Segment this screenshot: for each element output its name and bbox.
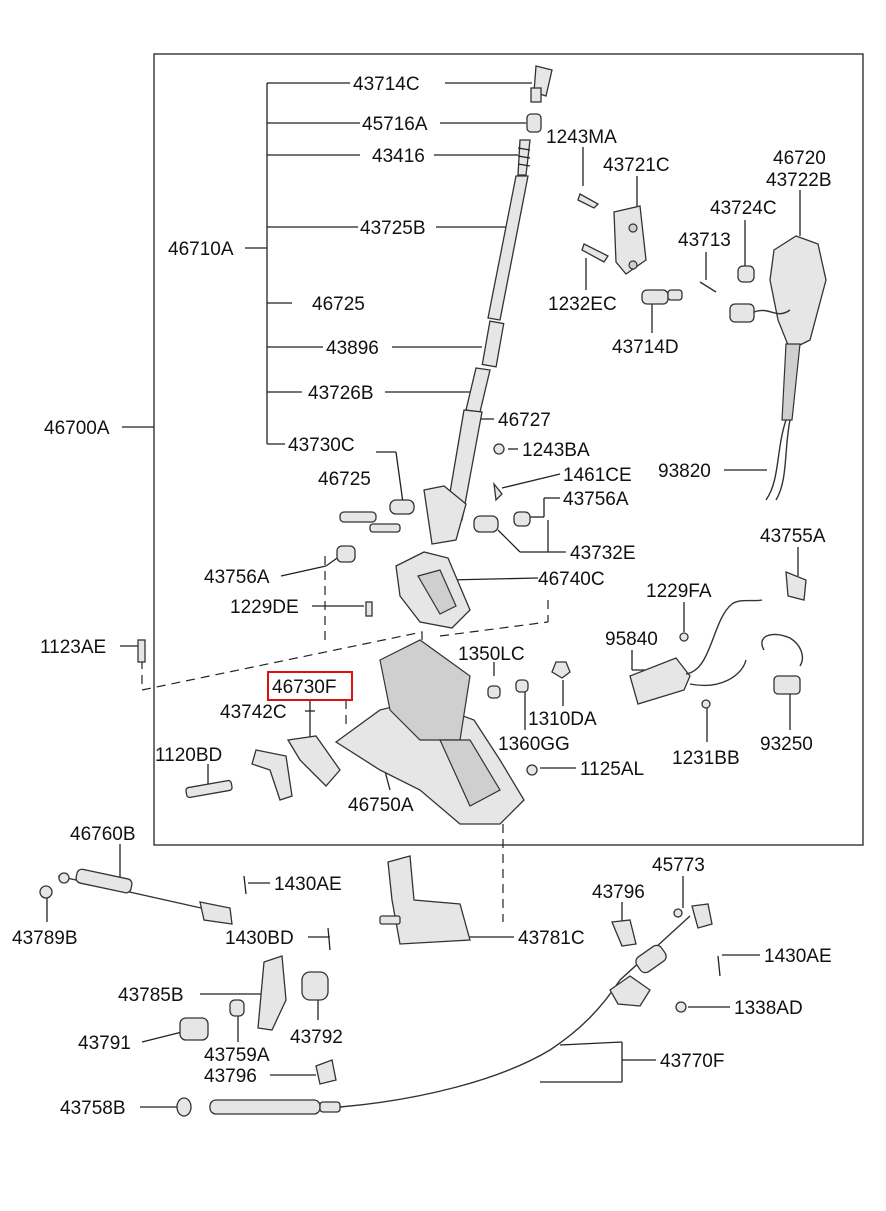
- callout-1243MA[interactable]: 1243MA: [546, 127, 617, 148]
- callout-1430BD[interactable]: 1430BD: [225, 928, 294, 949]
- callout-43714C[interactable]: 43714C: [353, 74, 420, 95]
- callout-1310DA[interactable]: 1310DA: [528, 709, 597, 730]
- detent-plate-43742C: [185, 735, 341, 801]
- button-parts: [577, 193, 683, 305]
- callout-1430AE-left[interactable]: 1430AE: [274, 874, 342, 895]
- callout-46710A[interactable]: 46710A: [168, 239, 234, 260]
- callout-46725-a[interactable]: 46725: [312, 294, 365, 315]
- callout-43781C[interactable]: 43781C: [518, 928, 585, 949]
- callout-43726B[interactable]: 43726B: [308, 383, 374, 404]
- callout-1360GG[interactable]: 1360GG: [498, 734, 570, 755]
- callout-1229FA[interactable]: 1229FA: [646, 581, 712, 602]
- assembly-dashed-lines: [141, 556, 549, 922]
- callout-1123AE[interactable]: 1123AE: [40, 637, 106, 658]
- callout-1232EC[interactable]: 1232EC: [548, 294, 617, 315]
- callout-43732E[interactable]: 43732E: [570, 543, 636, 564]
- callout-46760B[interactable]: 46760B: [70, 824, 136, 845]
- highlight-box-46730F: [267, 671, 353, 701]
- callout-43770F[interactable]: 43770F: [660, 1051, 724, 1072]
- linkage-rod-46760B: [39, 868, 247, 925]
- callout-43722B[interactable]: 43722B: [766, 170, 832, 191]
- callout-46740C[interactable]: 46740C: [538, 569, 605, 590]
- callout-labels: 43714C 45716A 43416 43725B 46710A 46725 …: [12, 74, 832, 1119]
- callout-43713[interactable]: 43713: [678, 230, 731, 251]
- shift-lever-shaft: [423, 65, 553, 545]
- callout-43785B[interactable]: 43785B: [118, 985, 184, 1006]
- callout-43742C[interactable]: 43742C: [220, 702, 287, 723]
- callout-45716A[interactable]: 45716A: [362, 114, 428, 135]
- callout-43730C[interactable]: 43730C: [288, 435, 355, 456]
- small-pins-and-bushings: [336, 443, 531, 563]
- callout-46750A[interactable]: 46750A: [348, 795, 414, 816]
- callout-43756A-left[interactable]: 43756A: [204, 567, 270, 588]
- callout-46700A[interactable]: 46700A: [44, 418, 110, 439]
- callout-43721C[interactable]: 43721C: [603, 155, 670, 176]
- callout-43759A[interactable]: 43759A: [204, 1045, 270, 1066]
- callout-43896[interactable]: 43896: [326, 338, 379, 359]
- callout-1125AL[interactable]: 1125AL: [580, 759, 644, 780]
- callout-46727[interactable]: 46727: [498, 410, 551, 431]
- callout-43755A[interactable]: 43755A: [760, 526, 826, 547]
- assembly-frame: [153, 53, 864, 846]
- callout-45773[interactable]: 45773: [652, 855, 705, 876]
- callout-43796-right[interactable]: 43796: [592, 882, 645, 903]
- callout-43714D[interactable]: 43714D: [612, 337, 679, 358]
- callout-43791[interactable]: 43791: [78, 1033, 131, 1054]
- callout-1229DE[interactable]: 1229DE: [230, 597, 299, 618]
- callout-46730F[interactable]: 46730F: [272, 677, 336, 698]
- callout-1243BA[interactable]: 1243BA: [522, 440, 590, 461]
- cable-assembly-43770F: [209, 903, 721, 1115]
- callout-43792[interactable]: 43792: [290, 1027, 343, 1048]
- callout-43725B[interactable]: 43725B: [360, 218, 426, 239]
- shift-base-46750A: [137, 639, 571, 825]
- callout-93820[interactable]: 93820: [658, 461, 711, 482]
- callout-1120BD[interactable]: 1120BD: [155, 745, 222, 766]
- interlock-solenoid-95840: [629, 571, 807, 709]
- callout-46725-b[interactable]: 46725: [318, 469, 371, 490]
- bracket-43781C: [327, 855, 471, 951]
- callout-43724C[interactable]: 43724C: [710, 198, 777, 219]
- callout-43796-left[interactable]: 43796: [204, 1066, 257, 1087]
- callout-43416[interactable]: 43416: [372, 146, 425, 167]
- callout-1350LC[interactable]: 1350LC: [458, 644, 525, 665]
- callout-43789B[interactable]: 43789B: [12, 928, 78, 949]
- leader-lines: [46, 82, 801, 1108]
- callout-1461CE[interactable]: 1461CE: [563, 465, 632, 486]
- callout-1338AD[interactable]: 1338AD: [734, 998, 803, 1019]
- callout-95840[interactable]: 95840: [605, 629, 658, 650]
- callout-1231BB[interactable]: 1231BB: [672, 748, 740, 769]
- callout-46720[interactable]: 46720: [773, 148, 826, 169]
- indicator-housing-46740C: [365, 551, 471, 629]
- callout-93250[interactable]: 93250: [760, 734, 813, 755]
- shift-knob-46720: [699, 235, 827, 501]
- bracket-43785B-group: [176, 955, 337, 1117]
- callout-1430AE-right[interactable]: 1430AE: [764, 946, 832, 967]
- callout-43756A-right[interactable]: 43756A: [563, 489, 629, 510]
- callout-43758B[interactable]: 43758B: [60, 1098, 126, 1119]
